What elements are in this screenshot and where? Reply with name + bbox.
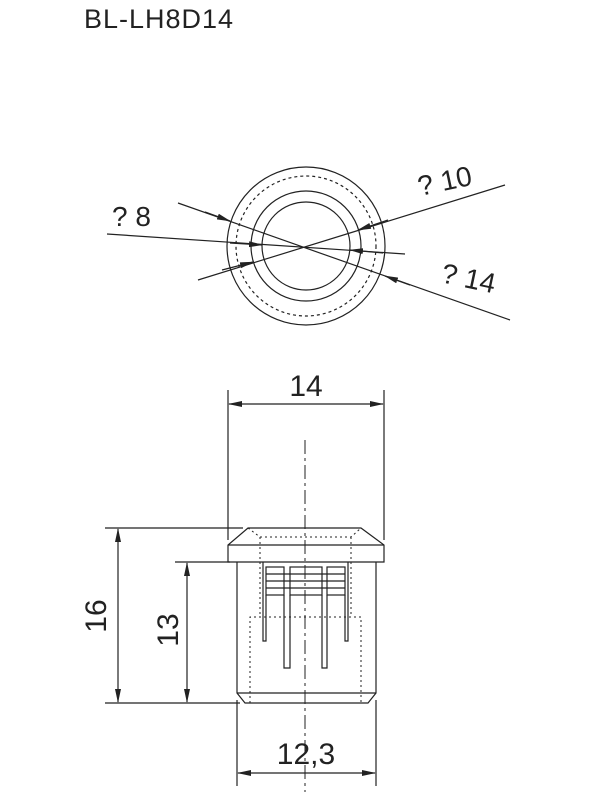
hidden-circle — [235, 175, 377, 317]
height-body-label: 13 — [152, 613, 185, 646]
height-total-label: 16 — [80, 599, 113, 632]
top-view — [106, 166, 511, 326]
side-view — [105, 390, 385, 792]
dia10-label: ? 10 — [415, 160, 475, 202]
width-bottom-label: 12,3 — [277, 738, 335, 771]
ribs — [262, 562, 349, 669]
dia14-leader — [177, 202, 511, 321]
outer-circle — [226, 166, 386, 326]
part-number-title: BL-LH8D14 — [84, 4, 235, 34]
dia8-label: ? 8 — [112, 201, 151, 232]
width-top-label: 14 — [289, 370, 322, 403]
dia14-label: ? 14 — [439, 258, 499, 300]
